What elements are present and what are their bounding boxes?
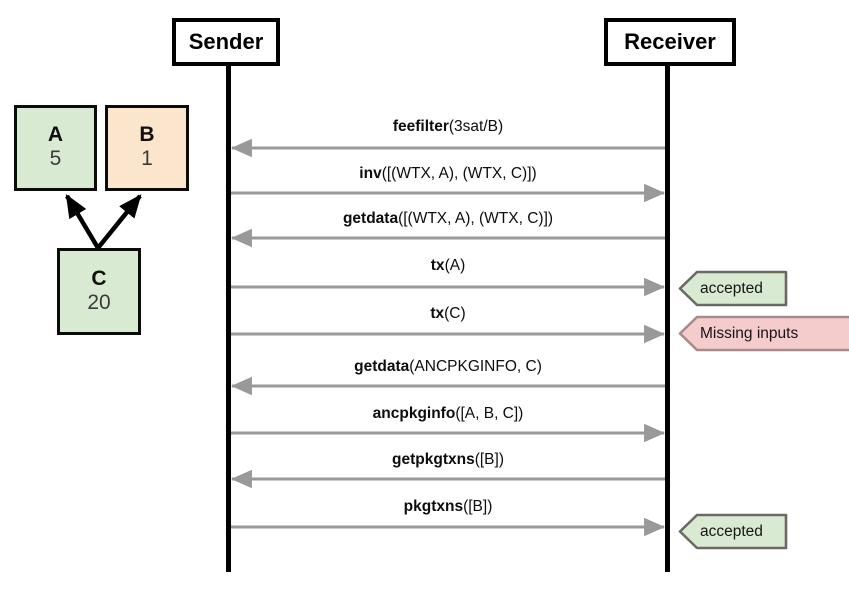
tx-dependency-arrows [65, 193, 142, 250]
status-badge-label: Missing inputs [700, 324, 799, 342]
message-args: ([(WTX, A), (WTX, C)]) [381, 165, 537, 182]
actor-box-sender[interactable]: Sender [172, 18, 280, 66]
message-args: (ANCPKGINFO, C) [409, 358, 542, 375]
tx-box-c-fee: 20 [87, 290, 111, 314]
message-label-getdata-ancpkginfo: getdata(ANCPKGINFO, C) [354, 358, 542, 376]
message-cmd: getdata [342, 210, 399, 227]
message-args: ([B]) [463, 498, 493, 515]
lifeline-sender [226, 66, 231, 572]
message-cmd: getdata [354, 358, 410, 375]
message-cmd: ancpkginfo [372, 405, 456, 422]
tx-box-c-name: C [91, 266, 107, 290]
message-cmd: tx [430, 257, 445, 274]
message-label-ancpkginfo: ancpkginfo([A, B, C]) [373, 405, 524, 423]
message-args: ([B]) [474, 451, 504, 468]
status-badge-label: accepted [700, 522, 763, 540]
message-args: (C) [444, 305, 466, 322]
tx-box-b-name: B [139, 123, 155, 147]
message-cmd: pkgtxns [403, 498, 464, 515]
message-label-tx-c: tx(C) [430, 305, 465, 323]
message-cmd: getpkgtxns [392, 451, 475, 468]
actor-label-receiver: Receiver [624, 29, 716, 54]
status-badge-missing-inputs-tx-c: Missing inputs [678, 315, 849, 352]
message-args: ([(WTX, A), (WTX, C)]) [398, 210, 554, 227]
message-args: ([A, B, C]) [455, 405, 524, 422]
tx-box-a-name: A [47, 123, 64, 147]
tx-edge-c-to-b [96, 194, 142, 250]
message-label-getdata-wtx: getdata([(WTX, A), (WTX, C)]) [343, 210, 553, 228]
lifeline-receiver [665, 66, 670, 572]
message-cmd: feefilter [392, 118, 449, 135]
message-label-feefilter: feefilter(3sat/B) [393, 118, 503, 136]
message-cmd: tx [430, 305, 445, 322]
status-badge-label: accepted [700, 279, 763, 297]
actor-box-receiver[interactable]: Receiver [604, 18, 736, 66]
message-arrows [230, 138, 666, 537]
status-badge-accepted-pkgtxns: accepted [678, 513, 788, 550]
tx-edge-c-to-a [65, 193, 100, 250]
tx-box-a[interactable]: A 5 [14, 105, 97, 191]
tx-box-b-fee: 1 [141, 147, 153, 171]
actor-label-sender: Sender [188, 29, 264, 54]
badge-shape [678, 513, 788, 550]
message-cmd: inv [359, 165, 382, 182]
message-args: (A) [444, 257, 466, 274]
tx-box-a-fee: 5 [49, 147, 62, 171]
tx-box-c[interactable]: C 20 [57, 248, 141, 335]
status-badge-accepted-tx-a: accepted [678, 270, 788, 307]
message-args: (3sat/B) [448, 118, 504, 135]
tx-box-b[interactable]: B 1 [105, 105, 189, 191]
message-label-tx-a: tx(A) [431, 257, 465, 275]
message-label-pkgtxns: pkgtxns([B]) [404, 498, 493, 516]
badge-shape [678, 270, 788, 307]
message-label-inv: inv([(WTX, A), (WTX, C)]) [359, 165, 536, 183]
message-label-getpkgtxns: getpkgtxns([B]) [392, 451, 504, 469]
badge-shape [678, 315, 849, 352]
